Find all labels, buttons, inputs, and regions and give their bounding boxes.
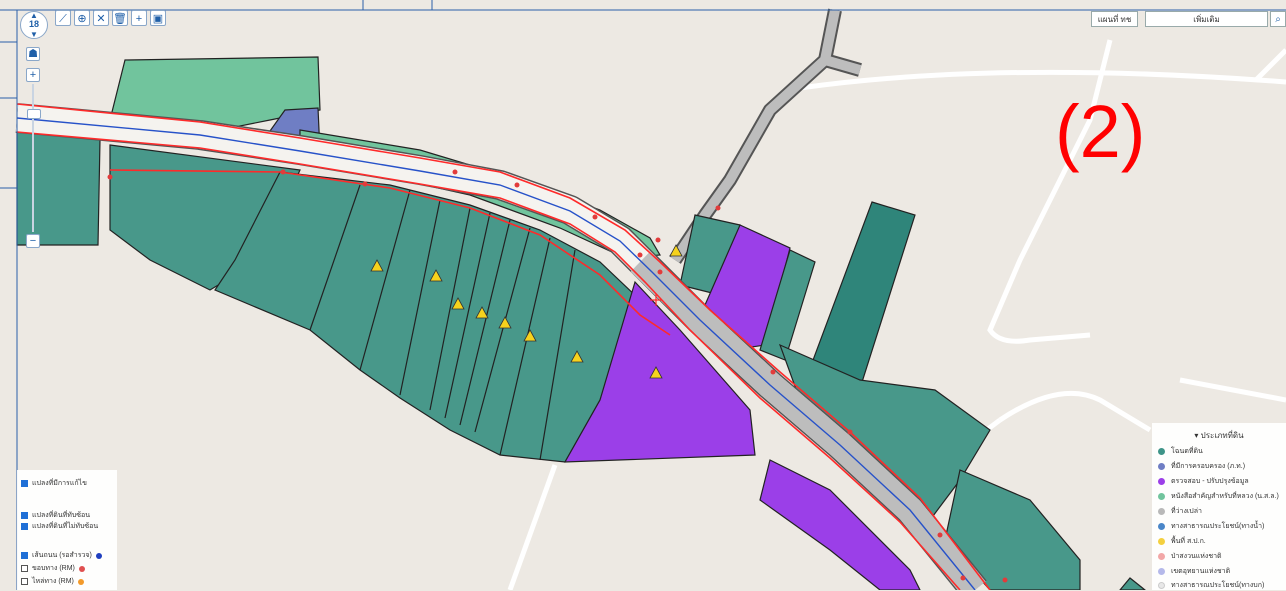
checkbox[interactable]: [21, 565, 28, 572]
checkbox[interactable]: [21, 523, 28, 530]
legend-panel: ▾ ประเภทที่ดิน โฉนดที่ดิน ที่มีการครอบคร…: [1152, 423, 1286, 590]
legend-label: ทางสาธารณประโยชน์(ทางบก): [1171, 582, 1265, 589]
checkbox[interactable]: [21, 578, 28, 585]
map-toolbar: ⟋ ⊕ ✕ 🗑 + ▣: [55, 10, 166, 26]
plus-icon: +: [29, 69, 37, 81]
parcel-teal-corner[interactable]: [1119, 577, 1146, 590]
parcel-teal-west-1[interactable]: [16, 129, 101, 246]
trash-icon: 🗑: [113, 13, 127, 25]
layer-toggle-overlapping[interactable]: แปลงที่ดินที่ทับซ้อน: [21, 510, 90, 521]
legend-item: ตรวจสอบ - ปรับปรุงข้อมูล: [1158, 476, 1249, 487]
legend-swatch: [1158, 478, 1165, 485]
search-icon[interactable]: ⌕: [1270, 11, 1286, 27]
zoom-box-icon: ⊕: [77, 13, 87, 25]
legend-label: โฉนดที่ดิน: [1171, 448, 1203, 455]
legend-swatch: [1158, 553, 1165, 560]
crosshair-marker: [650, 294, 662, 306]
warning-markers[interactable]: [370, 244, 683, 379]
pan-up-icon[interactable]: ▲: [30, 11, 38, 20]
person-icon: ☗: [28, 48, 38, 60]
parcel-purple-southeast[interactable]: [759, 459, 921, 590]
legend-swatch: [1158, 448, 1165, 455]
legend-label: พื้นที่ ส.ป.ก.: [1171, 538, 1206, 545]
layer-label: แปลงที่ดินที่ทับซ้อน: [32, 512, 91, 519]
legend-label: ป่าสงวนแห่งชาติ: [1171, 553, 1222, 560]
legend-item: พื้นที่ ส.ป.ก.: [1158, 536, 1206, 547]
legend-item: โฉนดที่ดิน: [1158, 446, 1203, 457]
layer-color-dot: [78, 565, 85, 572]
parcel-purple-triangle[interactable]: [563, 280, 756, 463]
close-icon: ✕: [96, 13, 106, 25]
background-streets: [507, 39, 1286, 590]
zoom-slider-track[interactable]: [32, 84, 34, 232]
measure-tool-button[interactable]: ⟋: [55, 10, 71, 26]
legend-swatch: [1158, 538, 1165, 545]
layer-label: ขอบทาง (RM): [32, 565, 75, 572]
checkbox[interactable]: [21, 552, 28, 559]
legend-swatch: [1158, 582, 1165, 589]
parcel-dividers: [309, 184, 576, 461]
legend-label: ทางสาธารณประโยชน์(ทางน้ำ): [1171, 523, 1265, 530]
legend-title[interactable]: ▾ ประเภทที่ดิน: [1194, 431, 1244, 440]
save-icon: ▣: [152, 13, 164, 25]
layer-toggle-road-edge[interactable]: ขอบทาง (RM): [21, 563, 85, 574]
layer-toggle-non-overlapping[interactable]: แปลงที่ดินที่ไม่ทับซ้อน: [21, 521, 98, 532]
legend-label: ตรวจสอบ - ปรับปรุงข้อมูล: [1171, 478, 1249, 485]
basemap-selector[interactable]: แผนที่ ทช: [1091, 11, 1138, 27]
home-button[interactable]: ☗: [26, 47, 40, 61]
clear-tool-button[interactable]: ✕: [93, 10, 109, 26]
parcel-teal-main[interactable]: [214, 171, 641, 463]
measure-icon: ⟋: [59, 13, 67, 25]
zoom-level: 18: [28, 19, 39, 29]
plus-icon: +: [135, 13, 143, 25]
save-tool-button[interactable]: ▣: [150, 10, 166, 26]
legend-item: เขตอุทยานแห่งชาติ: [1158, 566, 1230, 577]
legend-item: ทางสาธารณประโยชน์(ทางบก): [1158, 580, 1264, 591]
legend-swatch: [1158, 508, 1165, 515]
layers-panel: แปลงที่มีการแก้ไข แปลงที่ดินที่ทับซ้อน แ…: [17, 470, 117, 590]
layer-color-dot: [77, 578, 84, 585]
legend-item: หนังสือสำคัญสำหรับที่หลวง (น.ส.ล.): [1158, 491, 1279, 502]
search-input[interactable]: เพิ่มเติม: [1145, 11, 1268, 27]
legend-swatch: [1158, 523, 1165, 530]
legend-swatch: [1158, 568, 1165, 575]
layer-color-dot: [95, 552, 102, 559]
delete-tool-button[interactable]: 🗑: [112, 10, 128, 26]
zoom-in-button[interactable]: +: [26, 68, 40, 82]
legend-label: ที่มีการครอบครอง (ภ.ท.): [1171, 463, 1246, 470]
overlay-annotation-label: (2): [1055, 90, 1146, 173]
zoom-out-button[interactable]: −: [26, 234, 40, 248]
layer-toggle-edited[interactable]: แปลงที่มีการแก้ไข: [21, 478, 87, 489]
layer-label: ไหล่ทาง (RM): [32, 578, 74, 585]
zoom-slider-handle[interactable]: [27, 109, 41, 119]
checkbox[interactable]: [21, 480, 28, 487]
layer-label: แปลงที่ดินที่ไม่ทับซ้อน: [32, 523, 99, 530]
legend-swatch: [1158, 463, 1165, 470]
layer-label: แปลงที่มีการแก้ไข: [32, 480, 87, 487]
layer-toggle-road-line[interactable]: เส้นถนน (รอสำรวจ): [21, 550, 102, 561]
legend-label: ที่ว่างเปล่า: [1171, 508, 1202, 515]
minus-icon: −: [29, 235, 37, 247]
legend-item: ที่ว่างเปล่า: [1158, 506, 1202, 517]
legend-label: หนังสือสำคัญสำหรับที่หลวง (น.ส.ล.): [1171, 493, 1279, 500]
zoom-box-tool-button[interactable]: ⊕: [74, 10, 90, 26]
pan-down-icon[interactable]: ▼: [30, 30, 38, 39]
legend-item: ทางสาธารณประโยชน์(ทางน้ำ): [1158, 521, 1264, 532]
vertex-markers: [107, 169, 1008, 583]
parcel-purple-east[interactable]: [704, 224, 791, 349]
road-centerline: [16, 117, 976, 590]
add-tool-button[interactable]: +: [131, 10, 147, 26]
pan-control[interactable]: ▲ 18 ▼: [20, 11, 48, 39]
legend-item: ป่าสงวนแห่งชาติ: [1158, 551, 1222, 562]
legend-swatch: [1158, 493, 1165, 500]
layer-label: เส้นถนน (รอสำรวจ): [32, 552, 92, 559]
legend-label: เขตอุทยานแห่งชาติ: [1171, 568, 1231, 575]
checkbox[interactable]: [21, 512, 28, 519]
layer-toggle-shoulder[interactable]: ไหล่ทาง (RM): [21, 576, 84, 587]
legend-item: ที่มีการครอบครอง (ภ.ท.): [1158, 461, 1245, 472]
